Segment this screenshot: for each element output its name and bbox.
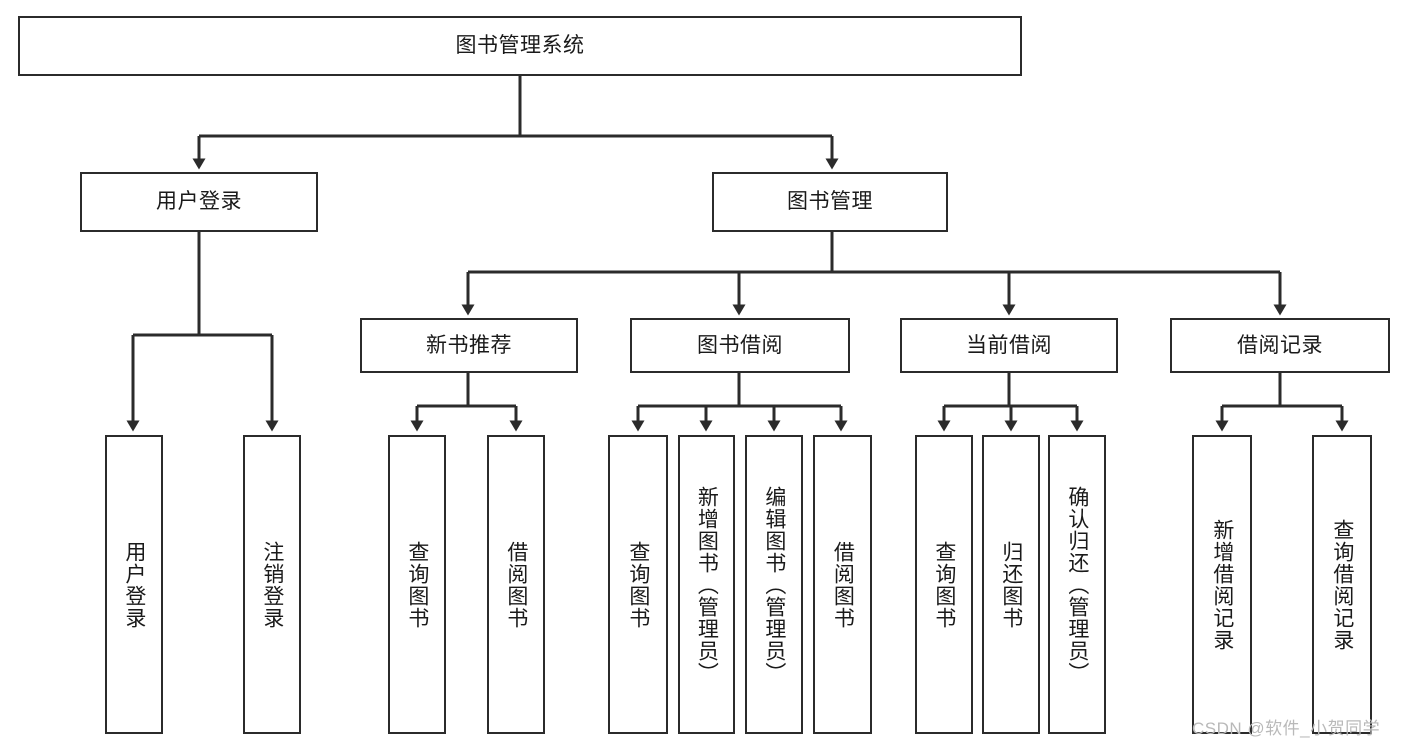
node-leaf-bb-query-book-label: 查询图书 — [626, 540, 650, 629]
node-leaf-cb-return-book[interactable]: 归还图书 — [982, 435, 1040, 734]
node-leaf-user-logout-label: 注销登录 — [260, 540, 284, 629]
node-leaf-cb-confirm-return-admin[interactable]: 确认归还（管理员） — [1048, 435, 1106, 734]
node-borrow-record-label: 借阅记录 — [1237, 333, 1323, 357]
node-leaf-br-add-record-label: 新增借阅记录 — [1210, 518, 1234, 651]
node-book-manage[interactable]: 图书管理 — [712, 172, 948, 232]
node-leaf-rec-borrow-book[interactable]: 借阅图书 — [487, 435, 545, 734]
node-leaf-rec-borrow-book-label: 借阅图书 — [504, 540, 528, 629]
node-leaf-rec-query-book-label: 查询图书 — [405, 540, 429, 629]
node-leaf-user-login[interactable]: 用户登录 — [105, 435, 163, 734]
node-user-login-label: 用户登录 — [156, 190, 242, 214]
node-leaf-user-logout[interactable]: 注销登录 — [243, 435, 301, 734]
node-book-manage-label: 图书管理 — [787, 190, 873, 214]
node-user-login[interactable]: 用户登录 — [80, 172, 318, 232]
node-leaf-bb-query-book[interactable]: 查询图书 — [608, 435, 668, 734]
node-leaf-user-login-label: 用户登录 — [122, 540, 146, 629]
node-leaf-br-query-record-label: 查询借阅记录 — [1330, 518, 1354, 651]
node-leaf-cb-return-book-label: 归还图书 — [999, 540, 1023, 629]
node-leaf-br-query-record[interactable]: 查询借阅记录 — [1312, 435, 1372, 734]
node-leaf-rec-query-book[interactable]: 查询图书 — [388, 435, 446, 734]
node-current-borrow[interactable]: 当前借阅 — [900, 318, 1118, 373]
node-leaf-bb-borrow-book[interactable]: 借阅图书 — [813, 435, 872, 734]
node-leaf-bb-edit-book-admin-label: 编辑图书（管理员） — [762, 485, 786, 684]
node-root-label: 图书管理系统 — [455, 34, 585, 58]
node-leaf-bb-add-book-admin-label: 新增图书（管理员） — [695, 485, 719, 684]
node-leaf-cb-query-book[interactable]: 查询图书 — [915, 435, 973, 734]
node-leaf-cb-confirm-return-admin-label: 确认归还（管理员） — [1065, 485, 1089, 684]
node-leaf-bb-edit-book-admin[interactable]: 编辑图书（管理员） — [745, 435, 803, 734]
node-leaf-cb-query-book-label: 查询图书 — [932, 540, 956, 629]
node-leaf-bb-add-book-admin[interactable]: 新增图书（管理员） — [678, 435, 735, 734]
node-leaf-br-add-record[interactable]: 新增借阅记录 — [1192, 435, 1252, 734]
node-book-borrow-label: 图书借阅 — [697, 333, 783, 357]
node-borrow-record[interactable]: 借阅记录 — [1170, 318, 1390, 373]
node-leaf-bb-borrow-book-label: 借阅图书 — [831, 540, 855, 629]
node-book-borrow[interactable]: 图书借阅 — [630, 318, 850, 373]
node-root[interactable]: 图书管理系统 — [18, 16, 1022, 76]
node-new-book-recommendation-label: 新书推荐 — [426, 333, 512, 357]
node-new-book-recommendation[interactable]: 新书推荐 — [360, 318, 578, 373]
node-current-borrow-label: 当前借阅 — [966, 333, 1052, 357]
